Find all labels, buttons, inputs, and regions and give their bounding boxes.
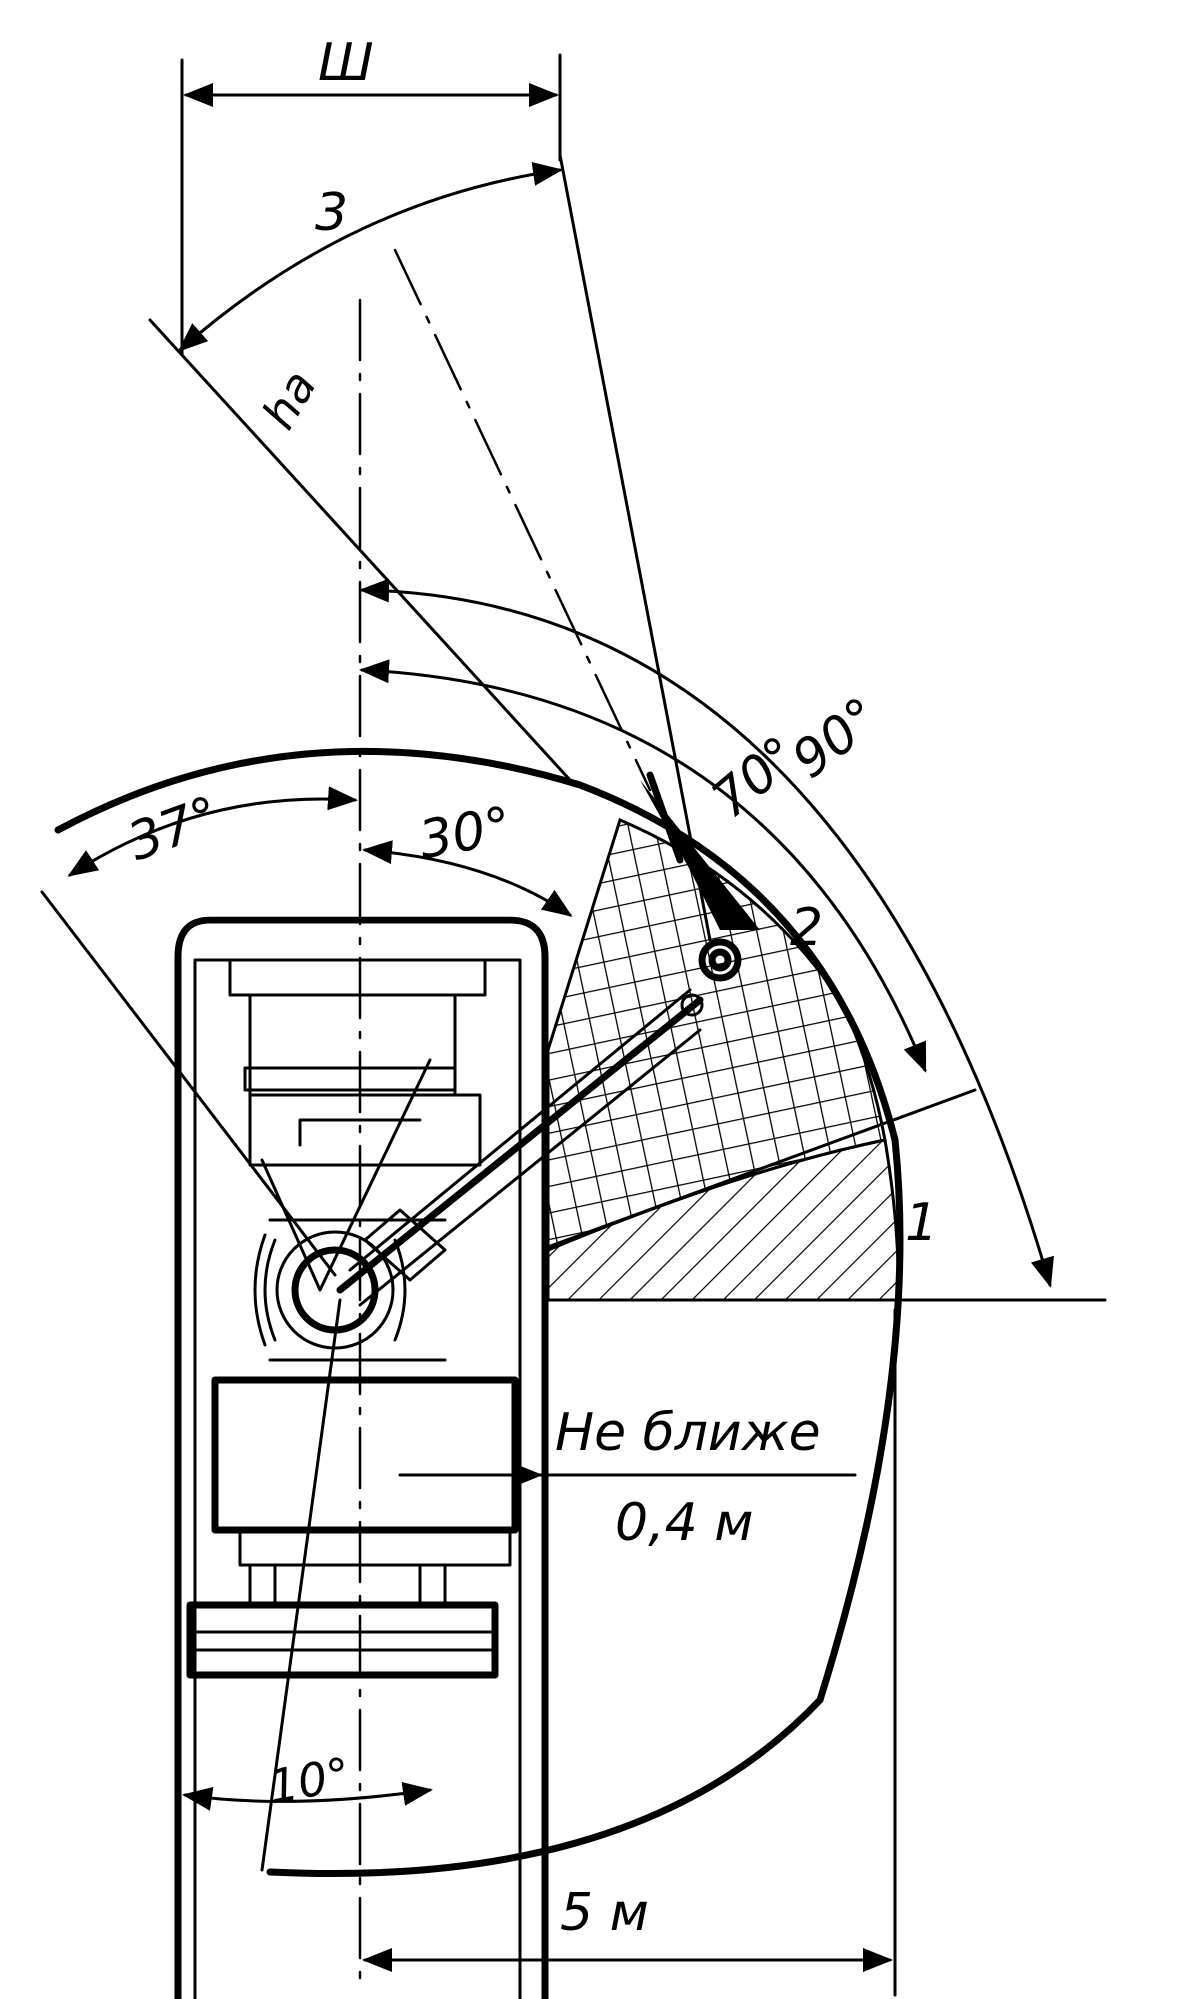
label-angle-37: 37°: [120, 785, 227, 873]
operating-boundary: [54, 747, 904, 1878]
label-angle-30: 30°: [415, 796, 516, 871]
arc-30: [362, 840, 573, 917]
label-distance-line1: Не ближе: [555, 1403, 821, 1463]
arc-3: [177, 161, 563, 352]
label-zone-2: 2: [790, 898, 823, 958]
label-zone-1: 1: [905, 1193, 938, 1253]
label-radius: 5 м: [560, 1883, 649, 1943]
arc-70: [359, 659, 927, 1073]
line-to-arm: [558, 153, 712, 942]
axis-boom: [393, 248, 652, 792]
arc-10: [182, 1781, 433, 1811]
label-ha: ha: [251, 361, 326, 438]
label-width: Ш: [318, 33, 374, 93]
label-distance-line2: 0,4 м: [615, 1493, 753, 1553]
arc-37: [67, 786, 358, 877]
label-3: 3: [315, 183, 348, 243]
machine-outline: [174, 916, 549, 1999]
